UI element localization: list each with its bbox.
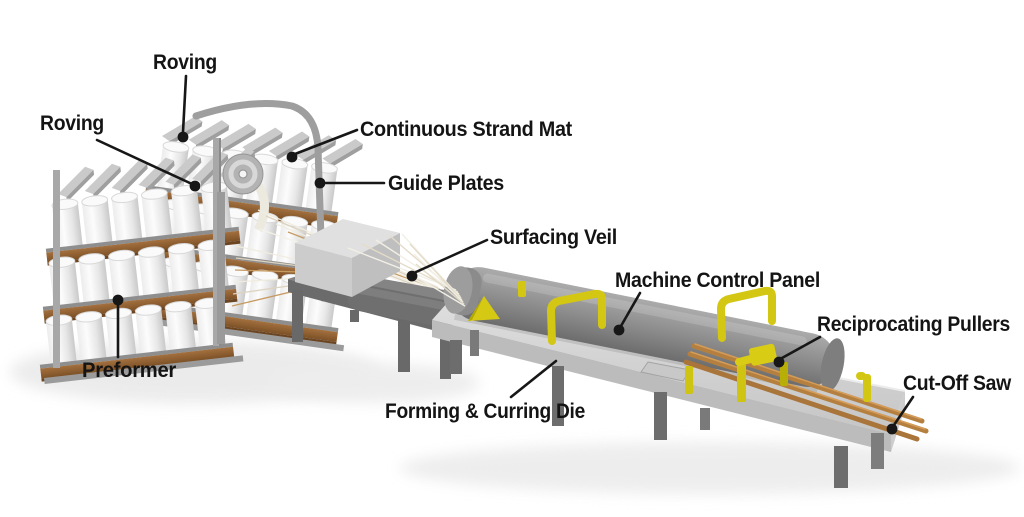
label-cut-off-saw: Cut-Off Saw	[903, 372, 1012, 395]
callout-dot	[314, 177, 326, 189]
rack-post	[53, 170, 60, 368]
callout-dot	[773, 356, 785, 368]
label-roving-left: Roving	[40, 112, 104, 135]
callout-dot	[406, 270, 418, 282]
leader-lines	[95, 74, 915, 435]
callout-dot	[286, 151, 298, 163]
label-machine-control-panel: Machine Control Panel	[615, 269, 820, 292]
label-continuous-strand-mat: Continuous Strand Mat	[360, 118, 572, 141]
die-handle	[716, 286, 776, 342]
label-reciprocating-pullers: Reciprocating Pullers	[817, 313, 1010, 336]
label-roving-top: Roving	[153, 51, 217, 74]
leader-line	[892, 395, 915, 427]
puller-clamp	[685, 343, 788, 402]
leader-line	[414, 238, 489, 274]
leader-line	[780, 335, 822, 360]
labels: Roving Roving Continuous Strand Mat Guid…	[40, 51, 1012, 423]
label-forming-curring-die: Forming & Curring Die	[385, 400, 585, 423]
callout-dot	[177, 131, 189, 143]
yellow-fittings	[468, 281, 871, 402]
preform-box	[295, 219, 400, 297]
pultruded-profiles	[683, 343, 929, 442]
callout-dot	[112, 294, 124, 306]
die-mouth-guide	[468, 296, 500, 321]
leader-line	[619, 291, 642, 328]
label-surfacing-veil: Surfacing Veil	[490, 226, 617, 249]
saw-slot	[640, 361, 691, 382]
label-guide-plates: Guide Plates	[388, 172, 504, 195]
callout-dot	[189, 180, 201, 192]
callout-dot	[613, 324, 625, 336]
creel-frame-tube	[192, 100, 327, 302]
leader-line	[181, 74, 188, 134]
callout-dot	[886, 423, 898, 435]
saw-post	[856, 372, 871, 402]
leader-line	[293, 128, 359, 156]
leader-line	[509, 359, 558, 399]
continuous-strand-mat-roll	[217, 153, 269, 344]
leader-line	[95, 138, 194, 186]
preform-table	[288, 268, 478, 379]
die-and-control-panel	[443, 266, 845, 393]
die-handle	[546, 289, 606, 345]
floor-shadows	[10, 340, 1020, 494]
label-preformer: Preformer	[82, 359, 176, 382]
